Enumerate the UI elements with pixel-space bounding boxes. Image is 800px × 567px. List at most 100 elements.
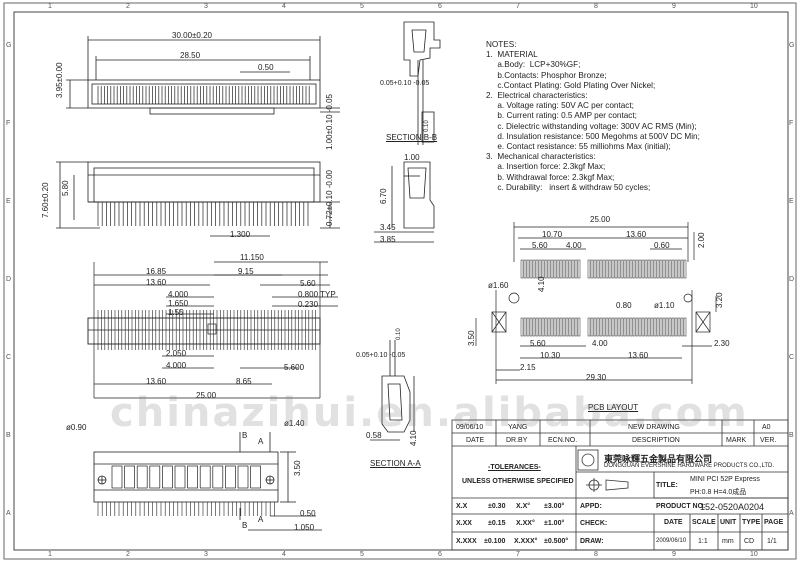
- column-label: 6: [438, 551, 442, 558]
- tolerances-title: -TOLERANCES-: [488, 464, 541, 471]
- dim-aa-058: 0.58: [366, 431, 382, 440]
- pcb-pad: [523, 259, 527, 279]
- dim-front-560: 5.60: [300, 279, 316, 288]
- column-label: 2: [126, 3, 130, 10]
- dim-front-1360b: 13.60: [146, 377, 167, 386]
- tol-r1-c2: X.XX°: [516, 520, 535, 527]
- dim-top-lead: 1.00±0.10 -0.05: [325, 94, 334, 150]
- dim-front-0230: 0.230: [298, 300, 319, 309]
- pcb-pad: [617, 259, 621, 279]
- pcb-pad: [593, 259, 597, 279]
- pcb-pad: [677, 259, 681, 279]
- pcb-pad: [562, 259, 566, 279]
- top-view-pins: [97, 86, 310, 104]
- pcb-pad: [535, 259, 539, 279]
- pcb-pad: [565, 259, 569, 279]
- dim-right-670: 6.70: [379, 188, 388, 204]
- pcb-pad: [526, 259, 530, 279]
- dim-pcb-350: 3.50: [467, 330, 476, 346]
- row-label: A: [6, 510, 11, 517]
- column-label: 9: [672, 551, 676, 558]
- column-label: 10: [750, 3, 758, 10]
- pcb-pad: [593, 317, 597, 337]
- pcb-pad: [629, 259, 633, 279]
- column-label: 1: [48, 3, 52, 10]
- bottom-view: [93, 432, 322, 531]
- pcb-pad: [608, 317, 612, 337]
- section-aa: [370, 340, 415, 441]
- pcb-pad: [656, 317, 660, 337]
- pcb-pad: [547, 317, 551, 337]
- column-label: 5: [360, 3, 364, 10]
- notes-line: 2. Electrical characteristics:: [486, 91, 588, 101]
- notes-heading: NOTES:: [486, 40, 517, 49]
- column-label: 4: [282, 3, 286, 10]
- title-label: TITLE:: [656, 482, 678, 489]
- dim-bottom-350: 3.50: [293, 460, 302, 476]
- notes-line: c.Contact Plating: Gold Plating Over Nic…: [486, 80, 656, 90]
- tol-r0-c1: ±0.30: [488, 503, 506, 510]
- section-bb: [403, 21, 441, 145]
- notes-line: a. Insertion force: 2.3kgf Max;: [486, 162, 606, 172]
- tol-r0-c2: X.X°: [516, 503, 531, 510]
- dim-aa-flatness: 0.10: [396, 328, 402, 340]
- tb-header-scale: SCALE: [692, 519, 716, 526]
- pcb-pad: [653, 259, 657, 279]
- pcb-pad: [602, 259, 606, 279]
- dim-pcb-230: 2.30: [714, 339, 730, 348]
- pcb-pad: [671, 259, 675, 279]
- pcb-pad: [602, 317, 606, 337]
- pcb-pad: [568, 317, 572, 337]
- dim-front-11150: 11.150: [240, 253, 264, 262]
- company-name-cn: 東莞咏輝五金製品有限公司: [604, 454, 713, 464]
- pcb-pad: [668, 259, 672, 279]
- tol-r1-c3: ±1.00°: [544, 520, 565, 527]
- dim-pcb-080: 0.80: [616, 301, 632, 310]
- column-label: 6: [438, 3, 442, 10]
- dim-front-1360: 13.60: [146, 278, 167, 287]
- pcb-pad: [623, 259, 627, 279]
- dim-right-100: 1.00: [404, 153, 420, 162]
- tb-unit: mm: [722, 538, 734, 545]
- pcb-pad: [526, 317, 530, 337]
- row-label: A: [789, 510, 794, 517]
- rev-by: YANG: [508, 424, 528, 431]
- pcb-pad: [608, 259, 612, 279]
- row-label: D: [789, 276, 795, 283]
- pcb-pad: [556, 317, 560, 337]
- tol-r2-c3: ±0.500°: [544, 538, 569, 545]
- dim-pcb-200: 2.00: [697, 232, 706, 248]
- pcb-pad: [590, 259, 594, 279]
- notes-line: 3. Mechanical characteristics:: [486, 152, 596, 162]
- rev-header-ecn: ECN.NO.: [548, 437, 578, 444]
- rev-header-date: DATE: [466, 437, 485, 444]
- pcb-pad: [544, 259, 548, 279]
- dim-overall-width: 30.00±0.20: [172, 31, 212, 40]
- notes-line: b.Contacts: Phosphor Bronze;: [486, 70, 607, 80]
- dim-pcb-320: 3.20: [715, 292, 724, 308]
- notes-line: b. Current rating: 0.5 AMP per contact;: [486, 111, 637, 121]
- pcb-pad: [659, 259, 663, 279]
- pcb-pad: [596, 259, 600, 279]
- appd-label: APPD:: [580, 503, 602, 510]
- dim-bottom-hole-small: ø0.90: [66, 423, 87, 432]
- column-label: 7: [516, 3, 520, 10]
- pcb-layout-pads: [520, 259, 687, 337]
- dim-pcb-215: 2.15: [520, 363, 536, 372]
- pcb-pad: [532, 259, 536, 279]
- cavity-cell: [124, 465, 135, 489]
- dim-pcb-2930: 29.30: [586, 373, 607, 382]
- section-marker-a-bottom: A: [258, 515, 264, 524]
- dim-pitch: 0.50: [258, 63, 274, 72]
- column-label: 10: [750, 551, 758, 558]
- pcb-pad: [641, 259, 645, 279]
- dim-bottom-hole-large: ø1.40: [284, 419, 305, 428]
- notes-line: e. Contact resistance: 55 milliohms Max …: [486, 142, 671, 152]
- cavity-cell: [212, 465, 224, 489]
- tb-header-date: DATE: [664, 519, 683, 526]
- pcb-pad: [574, 317, 578, 337]
- dim-front-2050: 2.050: [166, 349, 187, 358]
- cavity-cell: [174, 465, 186, 489]
- pcb-pad: [559, 317, 563, 337]
- notes-lines: 1. MATERIAL a.Body: LCP+30%GF; b.Contact…: [486, 50, 700, 193]
